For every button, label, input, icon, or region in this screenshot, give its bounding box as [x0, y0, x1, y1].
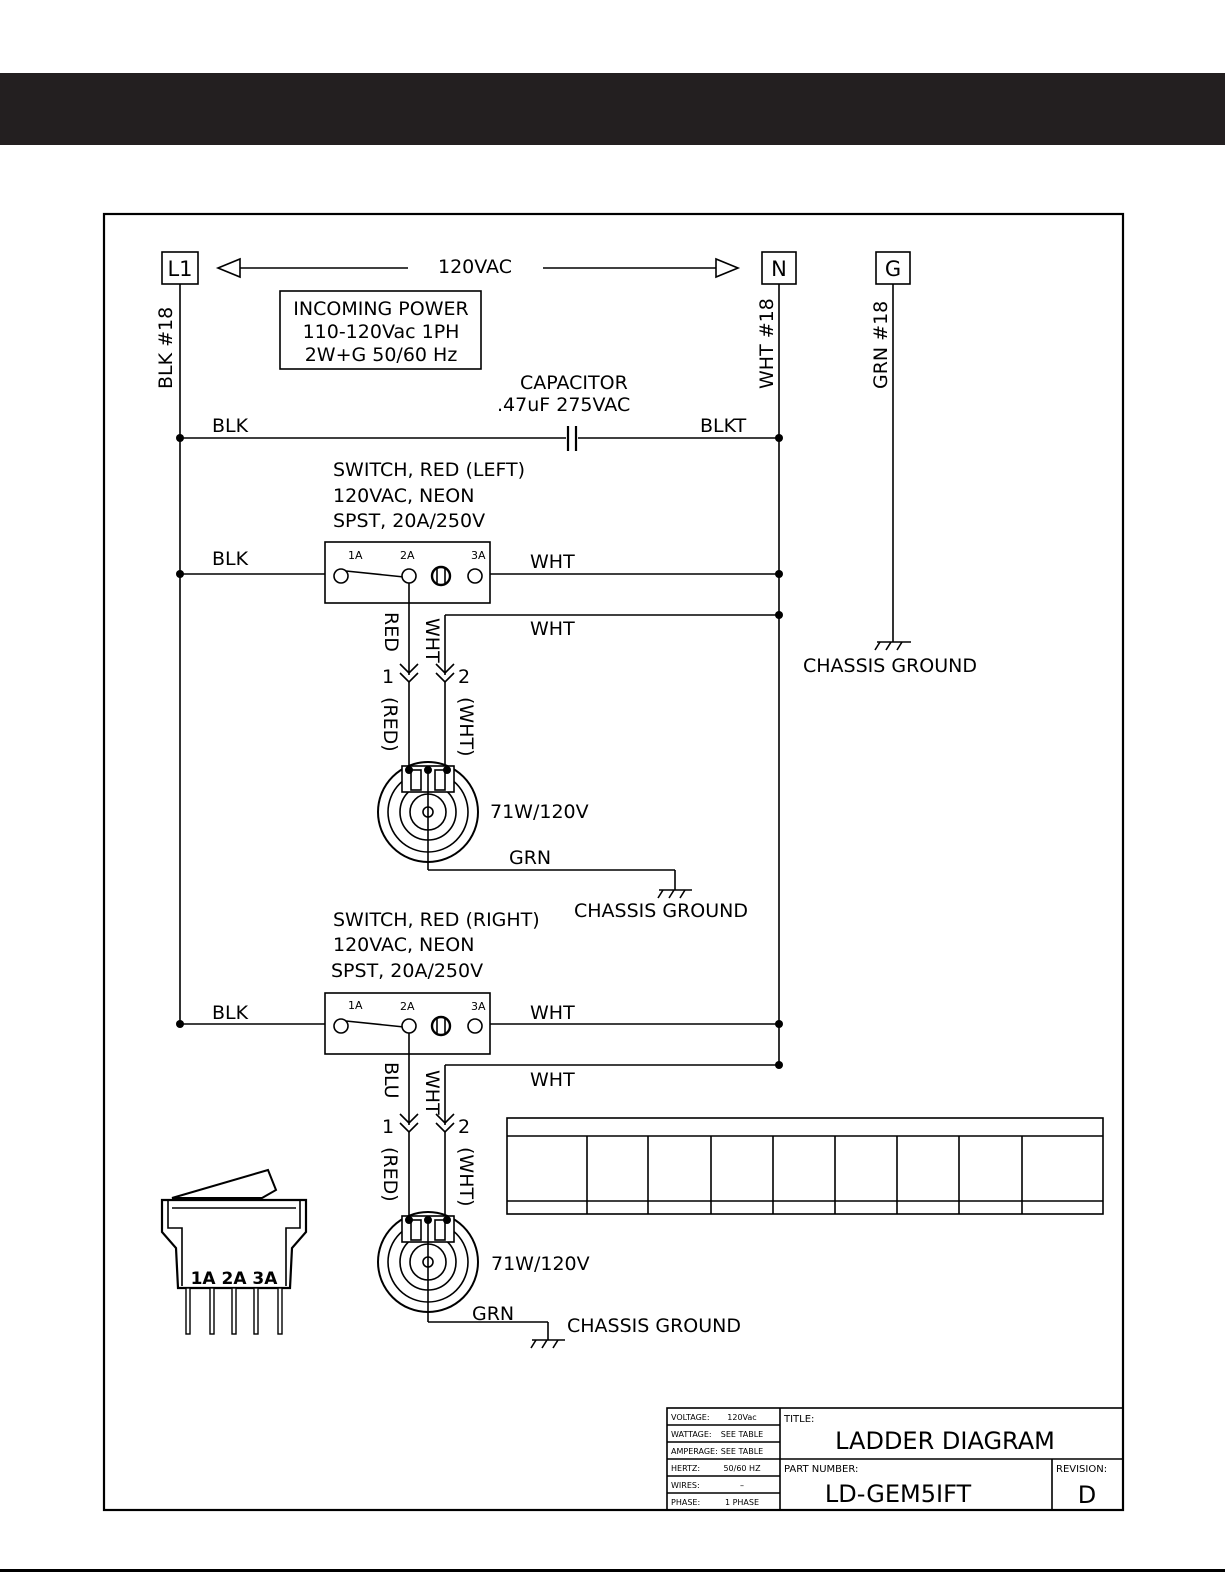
switch-left-label: SWITCH, RED (LEFT) 120VAC, NEON SPST, 20…: [333, 459, 525, 532]
svg-text:SWITCH, RED (RIGHT): SWITCH, RED (RIGHT): [333, 909, 540, 931]
svg-text:1 PHASE: 1 PHASE: [725, 1498, 759, 1507]
svg-text:(WHT): (WHT): [455, 1147, 477, 1207]
svg-text:TITLE:: TITLE:: [783, 1414, 814, 1425]
svg-text:1: 1: [382, 666, 394, 688]
svg-text:WHT: WHT: [530, 1002, 575, 1024]
svg-text:PHASE:: PHASE:: [671, 1498, 700, 1507]
svg-text:110-120Vac 1PH: 110-120Vac 1PH: [303, 321, 460, 343]
svg-text:2: 2: [458, 666, 470, 688]
svg-text:120VAC, NEON: 120VAC, NEON: [333, 485, 474, 507]
svg-text:WHT: WHT: [530, 618, 575, 640]
svg-text:2A: 2A: [400, 1000, 415, 1013]
ground-symbol-main: [874, 641, 911, 651]
title-block: VOLTAGE: 120Vac WATTAGE: SEE TABLE AMPER…: [666, 1407, 1124, 1511]
svg-text:L1: L1: [167, 257, 192, 281]
svg-text:GRN: GRN: [472, 1303, 514, 1325]
svg-text:2: 2: [458, 1116, 470, 1138]
svg-text:1A: 1A: [348, 549, 363, 562]
switch-left: BLK 1A 2A 3A WHT WHT RED WHT: [176, 541, 783, 675]
svg-text:VOLTAGE:: VOLTAGE:: [671, 1413, 710, 1422]
svg-text:LD-GEM5IFT: LD-GEM5IFT: [825, 1480, 972, 1508]
svg-text:WHT: WHT: [421, 618, 443, 663]
svg-text:SPST, 20A/250V: SPST, 20A/250V: [333, 510, 485, 532]
connector-top: 1 2 (RED) (WHT): [379, 663, 477, 770]
svg-text:WHT: WHT: [530, 551, 575, 573]
svg-text:WATTAGE:: WATTAGE:: [671, 1430, 712, 1439]
switch-right-label: SWITCH, RED (RIGHT) 120VAC, NEON SPST, 2…: [331, 909, 540, 982]
svg-text:SEE TABLE: SEE TABLE: [721, 1430, 763, 1439]
svg-text:WHT: WHT: [530, 1069, 575, 1091]
svg-text:CHASSIS GROUND: CHASSIS GROUND: [574, 900, 748, 922]
svg-text:120VAC: 120VAC: [438, 256, 512, 278]
svg-text:PART NUMBER:: PART NUMBER:: [784, 1464, 858, 1475]
ground-label-main: CHASSIS GROUND: [803, 655, 977, 677]
svg-text:120VAC, NEON: 120VAC, NEON: [333, 934, 474, 956]
wire-gauge-n: WHT #18: [756, 298, 778, 389]
svg-text:2W+G 50/60 Hz: 2W+G 50/60 Hz: [305, 344, 458, 366]
svg-text:SEE TABLE: SEE TABLE: [721, 1447, 763, 1456]
svg-text:71W/120V: 71W/120V: [490, 801, 589, 823]
svg-text:CAPACITOR: CAPACITOR: [520, 372, 628, 394]
svg-text:CHASSIS GROUND: CHASSIS GROUND: [567, 1315, 741, 1337]
incoming-power-box: INCOMING POWER 110-120Vac 1PH 2W+G 50/60…: [279, 290, 482, 370]
wire-gauge-g: GRN #18: [870, 301, 892, 389]
svg-text:–: –: [740, 1481, 744, 1490]
voltage-arrow: 120VAC: [215, 256, 741, 279]
connector-bottom: 1 2 (RED) (WHT): [379, 1113, 477, 1218]
svg-text:AMPERAGE:: AMPERAGE:: [671, 1447, 718, 1456]
element-bottom: 71W/120V GRN CHASSIS GROUND: [377, 1211, 741, 1349]
diagram-border: [102, 212, 1125, 1512]
svg-text:BLU: BLU: [380, 1062, 402, 1099]
svg-text:BLK: BLK: [212, 1002, 249, 1024]
terminal-n: N: [761, 251, 797, 285]
wire-gauge-l1: BLK #18: [155, 307, 177, 389]
svg-text:.47uF 275VAC: .47uF 275VAC: [497, 394, 630, 416]
svg-text:RED: RED: [380, 612, 402, 652]
svg-text:HERTZ:: HERTZ:: [671, 1464, 700, 1473]
svg-text:G: G: [885, 257, 901, 281]
svg-text:(RED): (RED): [379, 1147, 401, 1202]
capacitor-rung: BLK CAPACITOR .47uF 275VAC BLKT: [176, 372, 783, 451]
svg-text:D: D: [1078, 1481, 1096, 1509]
svg-text:SWITCH, RED (LEFT): SWITCH, RED (LEFT): [333, 459, 525, 481]
svg-text:REVISION:: REVISION:: [1056, 1464, 1107, 1475]
svg-text:BLK: BLK: [212, 415, 249, 437]
svg-text:120Vac: 120Vac: [727, 1413, 756, 1422]
svg-text:1A 2A 3A: 1A 2A 3A: [191, 1269, 279, 1289]
svg-text:1A: 1A: [348, 999, 363, 1012]
svg-text:LADDER DIAGRAM: LADDER DIAGRAM: [835, 1427, 1055, 1455]
terminal-l1: L1: [161, 251, 199, 285]
svg-text:50/60 HZ: 50/60 HZ: [723, 1464, 761, 1473]
svg-text:SPST, 20A/250V: SPST, 20A/250V: [331, 960, 483, 982]
svg-text:N: N: [771, 257, 787, 281]
svg-text:2A: 2A: [400, 549, 415, 562]
svg-text:(RED): (RED): [379, 697, 401, 752]
svg-text:WHT: WHT: [421, 1070, 443, 1115]
wattage-table: [506, 1117, 1104, 1215]
svg-text:(WHT): (WHT): [455, 697, 477, 757]
svg-text:3A: 3A: [471, 549, 486, 562]
header-bar: [0, 73, 1225, 145]
svg-text:WIRES:: WIRES:: [671, 1481, 700, 1490]
svg-text:INCOMING POWER: INCOMING POWER: [293, 298, 468, 320]
svg-text:3A: 3A: [471, 1000, 486, 1013]
terminal-g: G: [875, 251, 911, 285]
switch-right: BLK 1A 2A 3A WHT WHT BLU WHT: [176, 992, 783, 1125]
element-top: 71W/120V GRN CHASSIS GROUND: [377, 761, 748, 922]
svg-text:71W/120V: 71W/120V: [491, 1253, 590, 1275]
rocker-switch-illustration: 1A 2A 3A: [160, 1168, 308, 1335]
bottom-rule: [0, 1569, 1225, 1572]
svg-text:BLKT: BLKT: [700, 415, 747, 437]
svg-text:BLK: BLK: [212, 548, 249, 570]
svg-text:GRN: GRN: [509, 847, 551, 869]
svg-text:1: 1: [382, 1116, 394, 1138]
